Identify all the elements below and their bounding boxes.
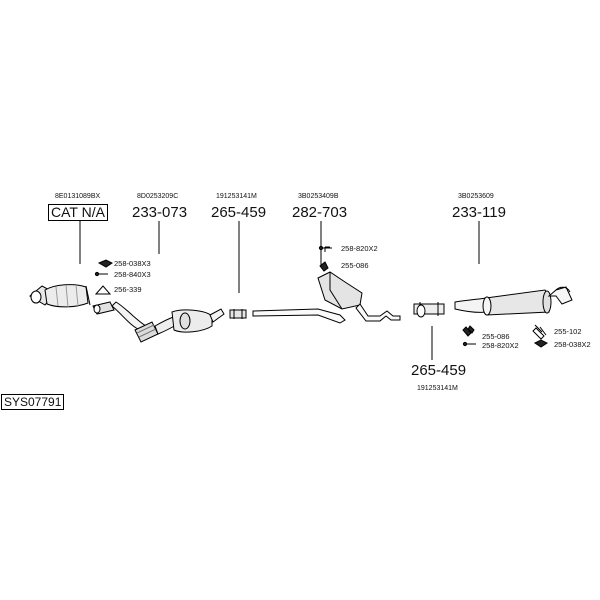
oem-middle-pipe: 191253141M [216,193,257,200]
nut-icon [97,259,113,268]
middle-pipe-part [229,308,346,324]
part-number-catalyst[interactable]: CAT N/A [48,204,108,221]
part-number-middle-pipe[interactable]: 265-459 [211,204,267,221]
front-pipe-part [92,301,225,343]
hanger-icon-left [462,326,472,337]
fitting-front-nut[interactable]: 258-038X3 [114,259,151,268]
part-number-front-pipe[interactable]: 233-073 [132,204,188,221]
oem-catalyst: 8E0131089BX [55,193,101,200]
oem-center-silencer: 3B0253409B [298,193,339,200]
catalyst-part [29,284,91,308]
gasket-icon [94,285,112,295]
part-number-rear-silencer[interactable]: 233-119 [452,204,506,221]
fitting-front-gasket[interactable]: 256-339 [114,285,142,294]
hanger-icon-right [532,327,545,340]
fitting-rear-bolt[interactable]: 258-820X2 [482,341,519,350]
oem-front-pipe: 8D0253209C [137,193,179,200]
center-silencer-part [317,246,401,322]
fitting-center-hanger[interactable]: 255-086 [341,261,369,270]
fitting-rear-nut[interactable]: 258-038X2 [554,340,591,349]
rear-silencer-part [413,286,573,336]
fitting-center-bolt[interactable]: 258-820X2 [341,244,378,253]
part-number-center-silencer[interactable]: 282-703 [292,204,348,221]
fitting-icons [94,245,548,348]
part-number-repair-pipe[interactable]: 265-459 [411,362,467,379]
fitting-rear-hanger-left[interactable]: 255-086 [482,332,510,341]
oem-rear-silencer: 3B0253609 [458,193,494,200]
fitting-rear-hanger-right[interactable]: 255-102 [554,327,582,336]
oem-repair-pipe: 191253141M [417,385,458,392]
nut-icon-rear [534,339,548,348]
fitting-front-bolt[interactable]: 258-840X3 [114,270,151,279]
diagram-code: SYS07791 [1,394,65,410]
